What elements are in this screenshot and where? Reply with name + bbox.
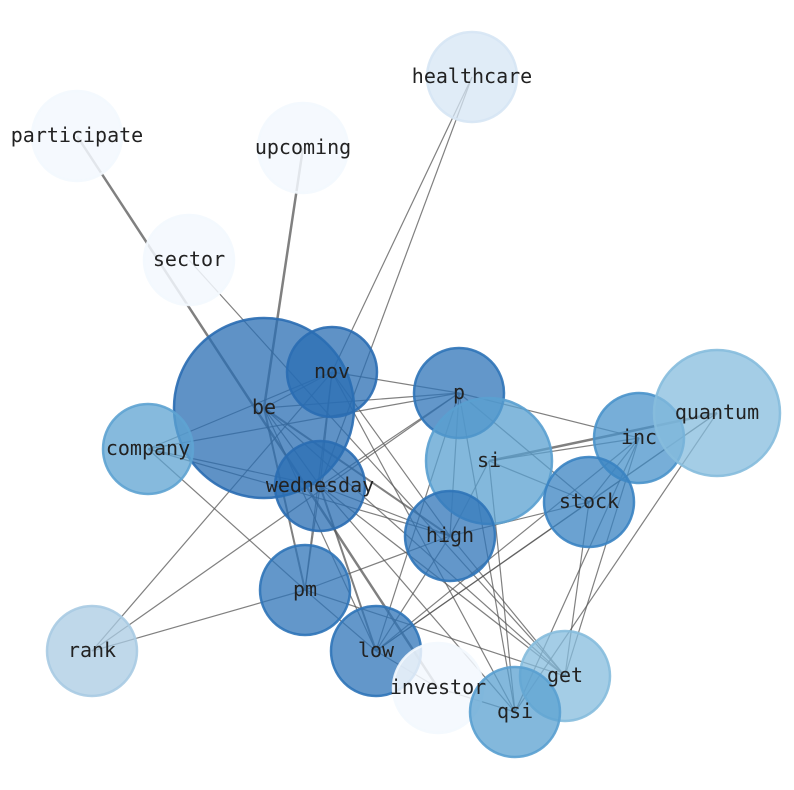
- node-nov[interactable]: [285, 325, 379, 419]
- node-label-low: low: [358, 638, 395, 662]
- edge-wednesday-qsi: [319, 485, 516, 713]
- node-label-si: si: [477, 448, 501, 472]
- node-label-healthcare: healthcare: [412, 64, 532, 88]
- labels-layer: healthcare participate upcoming sector be nov…: [11, 64, 759, 723]
- node-label-company: company: [106, 436, 190, 460]
- node-high[interactable]: [403, 489, 497, 583]
- node-label-pm: pm: [293, 577, 317, 601]
- node-quantum[interactable]: [652, 348, 782, 478]
- node-rank[interactable]: [45, 604, 139, 698]
- node-label-be: be: [252, 395, 276, 419]
- node-wednesday[interactable]: [273, 439, 367, 533]
- node-label-upcoming: upcoming: [255, 135, 351, 159]
- node-label-nov: nov: [314, 359, 350, 383]
- node-stock[interactable]: [542, 455, 636, 549]
- node-label-investor: investor: [390, 675, 486, 699]
- node-label-quantum: quantum: [675, 400, 759, 424]
- node-label-qsi: qsi: [497, 699, 533, 723]
- node-sector[interactable]: [142, 213, 236, 307]
- node-qsi[interactable]: [468, 665, 562, 759]
- node-label-sector: sector: [153, 247, 225, 271]
- node-label-p: p: [453, 380, 465, 404]
- node-label-participate: participate: [11, 123, 143, 147]
- node-participate[interactable]: [30, 89, 124, 183]
- node-company[interactable]: [101, 402, 195, 496]
- node-upcoming[interactable]: [256, 101, 350, 195]
- edge-p-rank: [91, 392, 460, 652]
- node-label-rank: rank: [68, 638, 116, 662]
- node-label-high: high: [426, 523, 474, 547]
- edge-healthcare-nov: [331, 76, 473, 373]
- node-pm[interactable]: [258, 543, 352, 637]
- node-label-inc: inc: [621, 425, 657, 449]
- node-label-stock: stock: [559, 489, 619, 513]
- nodes-layer: [30, 30, 782, 759]
- node-label-get: get: [547, 663, 583, 687]
- node-healthcare[interactable]: [425, 30, 519, 124]
- node-label-wednesday: wednesday: [266, 473, 374, 497]
